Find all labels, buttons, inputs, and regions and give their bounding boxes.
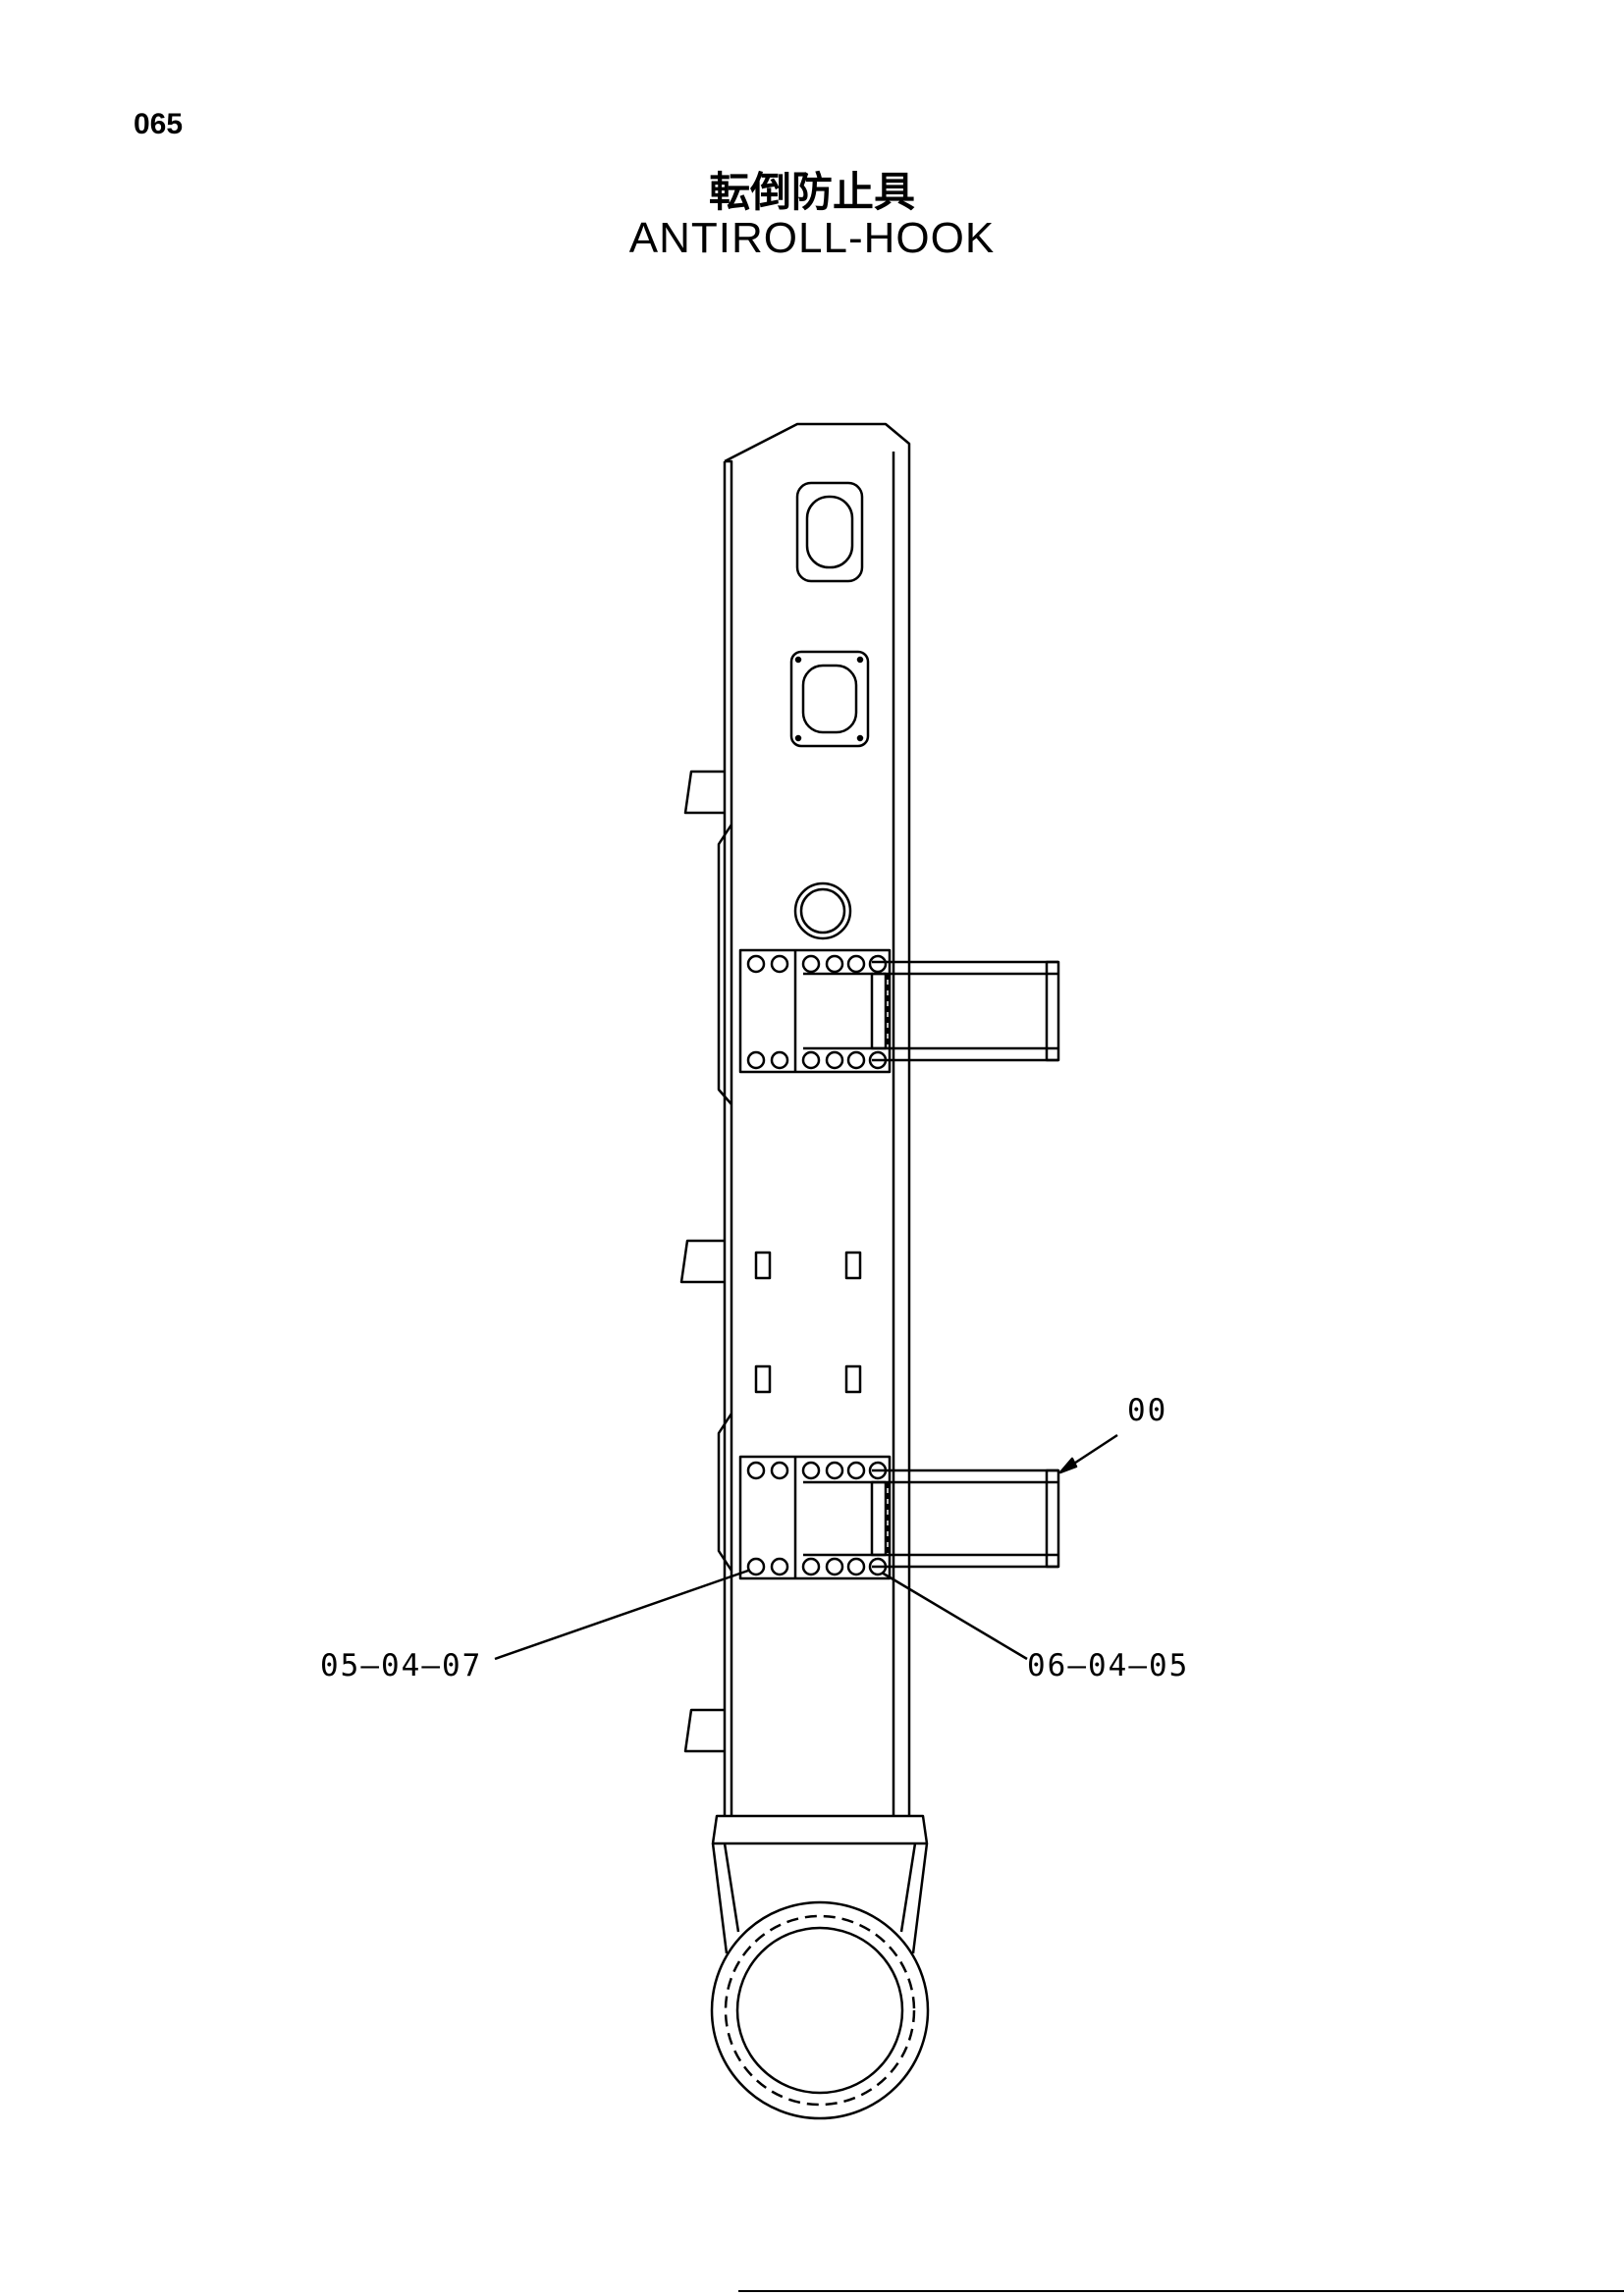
middle-slot <box>789 650 870 748</box>
plate-hole-2 <box>844 1251 862 1280</box>
title-english: ANTIROLL-HOOK <box>628 214 996 262</box>
plate-hole-4 <box>844 1364 862 1394</box>
callout-right: 06—04—05 <box>1027 1648 1189 1683</box>
bolt-row-upper <box>746 954 888 1070</box>
page-number: 065 <box>134 108 184 140</box>
callout-left: 05—04—07 <box>320 1648 482 1683</box>
bottom-boss <box>710 1814 930 2120</box>
upper-slot <box>795 481 864 583</box>
title-japanese: 転倒防止具 <box>708 168 915 216</box>
leader-arrow-top-right <box>1058 1457 1078 1474</box>
plate-hole-1 <box>754 1251 772 1280</box>
leader-line-left <box>494 1569 749 1661</box>
round-port <box>793 881 852 940</box>
bolt-row-lower <box>746 1461 888 1576</box>
lug-2 <box>679 1239 725 1284</box>
callout-top-right: 00 <box>1127 1393 1167 1428</box>
lug-3 <box>683 1708 725 1753</box>
hook-upper <box>738 948 1060 1074</box>
lug-1 <box>683 770 725 815</box>
hook-lower <box>738 1455 1060 1580</box>
beam-left-profile <box>717 824 733 1572</box>
plate-hole-3 <box>754 1364 772 1394</box>
beam-outline <box>723 422 911 1816</box>
leader-line-right <box>881 1571 1028 1661</box>
